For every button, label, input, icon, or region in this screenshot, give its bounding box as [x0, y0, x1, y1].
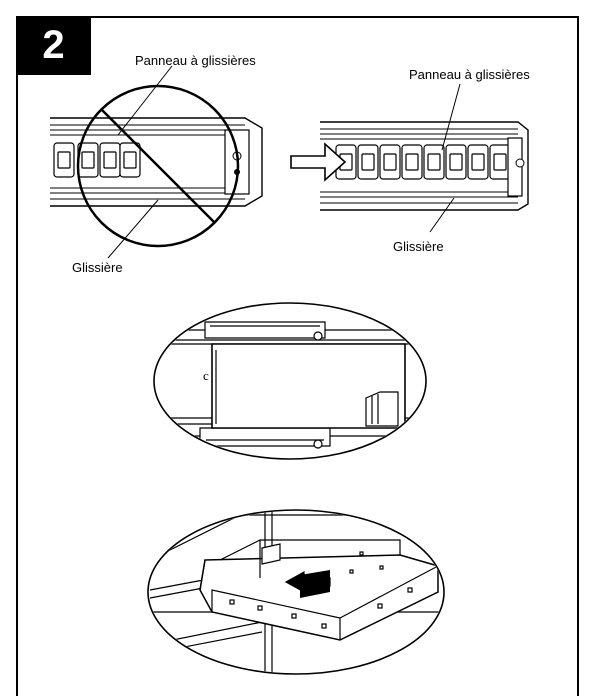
label-wrong-slide: Glissière	[72, 260, 123, 275]
right-arrow-icon	[290, 142, 347, 182]
drawer-installation-view	[147, 509, 445, 675]
incorrect-rail-diagram	[50, 65, 263, 259]
slide-closeup-view: c	[153, 302, 427, 460]
label-correct-slide-panel: Panneau à glissières	[409, 67, 530, 82]
prohibition-circle-icon	[76, 84, 240, 248]
svg-text:c: c	[203, 368, 209, 383]
rail-end-cap-right	[507, 137, 525, 197]
step-number: 2	[42, 23, 65, 67]
step-number-badge: 2	[16, 16, 91, 75]
incorrect-rail-slots	[53, 142, 141, 178]
label-wrong-slide-panel: Panneau à glissières	[135, 53, 256, 68]
correct-rail-diagram	[290, 83, 529, 233]
label-correct-slide: Glissière	[393, 239, 444, 254]
instruction-frame	[16, 16, 579, 696]
